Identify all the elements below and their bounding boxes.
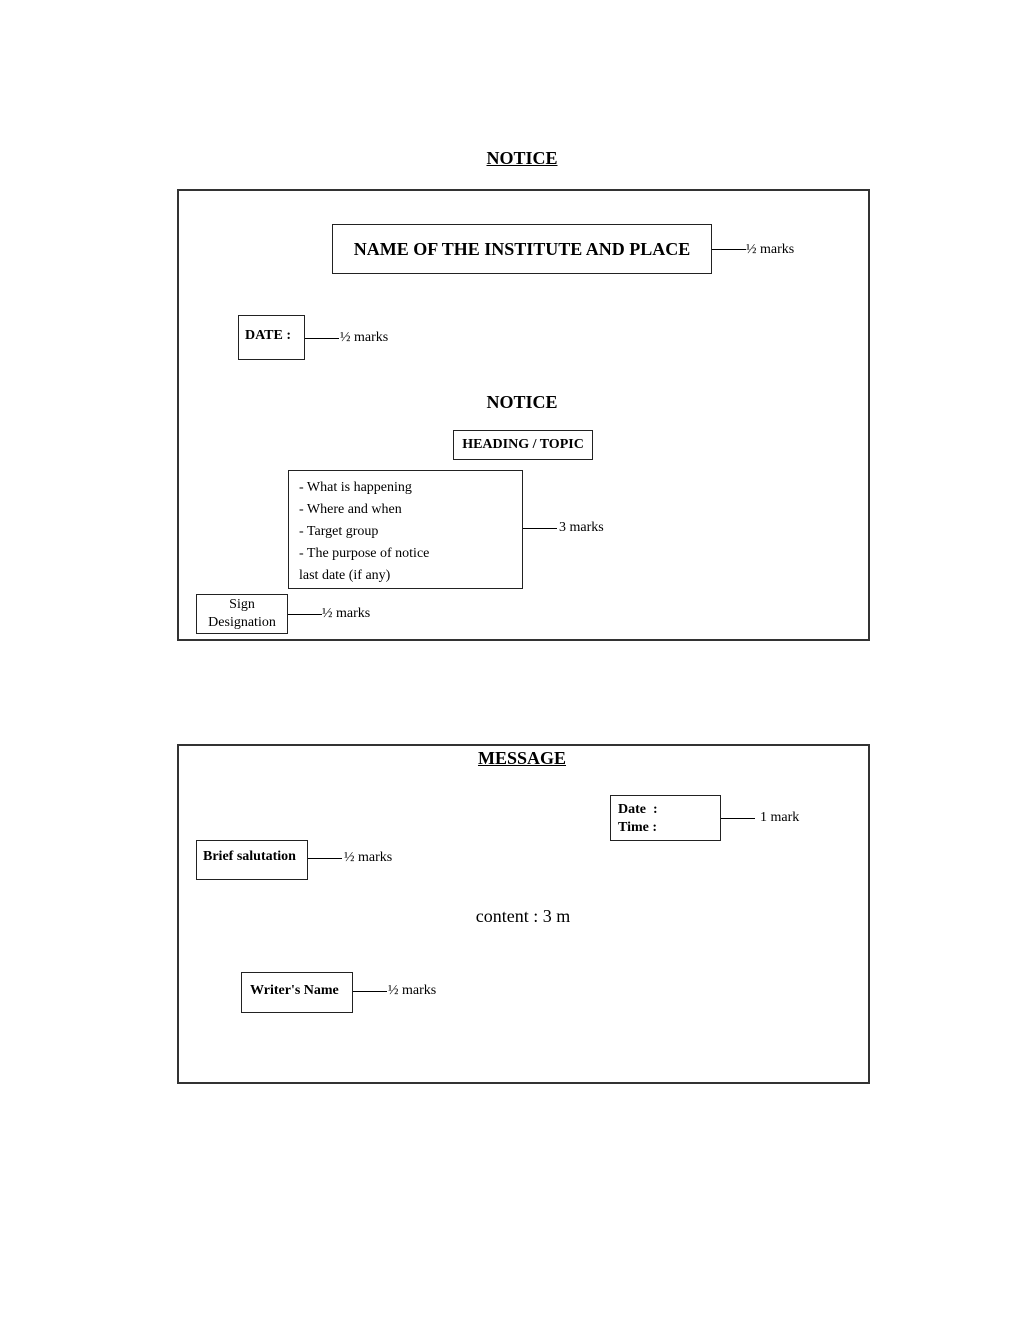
- sign-label: Sign: [229, 597, 255, 612]
- heading-topic-label: HEADING / TOPIC: [462, 437, 584, 452]
- institute-box-label: NAME OF THE INSTITUTE AND PLACE: [353, 238, 691, 259]
- salutation-box: Brief salutation: [196, 840, 308, 880]
- salutation-label: Brief salutation: [203, 849, 296, 864]
- institute-box: NAME OF THE INSTITUTE AND PLACE: [332, 224, 712, 274]
- datetime-box: Date : Time :: [610, 795, 721, 841]
- content-line: - Target group: [299, 524, 379, 539]
- institute-marks: ½ marks: [746, 242, 795, 257]
- notice-page-title: NOTICE: [486, 148, 558, 168]
- content-line: - The purpose of notice: [299, 546, 430, 561]
- content-line: - Where and when: [299, 502, 402, 517]
- writer-label: Writer's Name: [250, 983, 339, 998]
- datetime-marks: 1 mark: [760, 810, 800, 825]
- date-box: DATE :: [238, 315, 305, 360]
- writer-connector: [353, 991, 387, 992]
- heading-topic-box: HEADING / TOPIC: [453, 430, 593, 460]
- content-connector: [523, 528, 557, 529]
- notice-frame: [177, 189, 870, 641]
- sign-box: Sign Designation: [196, 594, 288, 634]
- date-marks: ½ marks: [340, 330, 389, 345]
- salutation-marks: ½ marks: [344, 850, 393, 865]
- datetime-connector: [721, 818, 755, 819]
- writer-box: Writer's Name: [241, 972, 353, 1013]
- writer-marks: ½ marks: [388, 983, 437, 998]
- message-title: MESSAGE: [477, 748, 567, 768]
- message-date-label: Date :: [618, 802, 658, 817]
- salutation-connector: [308, 858, 342, 859]
- content-line: - What is happening: [299, 480, 412, 495]
- date-box-label: DATE :: [245, 328, 292, 343]
- date-connector: [305, 338, 339, 339]
- notice-content-box: - What is happening - Where and when - T…: [288, 470, 523, 589]
- designation-label: Designation: [208, 615, 276, 630]
- institute-connector: [712, 249, 746, 250]
- notice-heading: NOTICE: [486, 392, 558, 412]
- sign-connector: [288, 614, 322, 615]
- sign-marks: ½ marks: [322, 606, 371, 621]
- message-time-label: Time :: [618, 820, 658, 835]
- message-frame: [177, 744, 870, 1084]
- content-marks: 3 marks: [559, 520, 604, 535]
- content-line: last date (if any): [299, 568, 391, 583]
- message-content-text: content : 3 m: [475, 906, 571, 926]
